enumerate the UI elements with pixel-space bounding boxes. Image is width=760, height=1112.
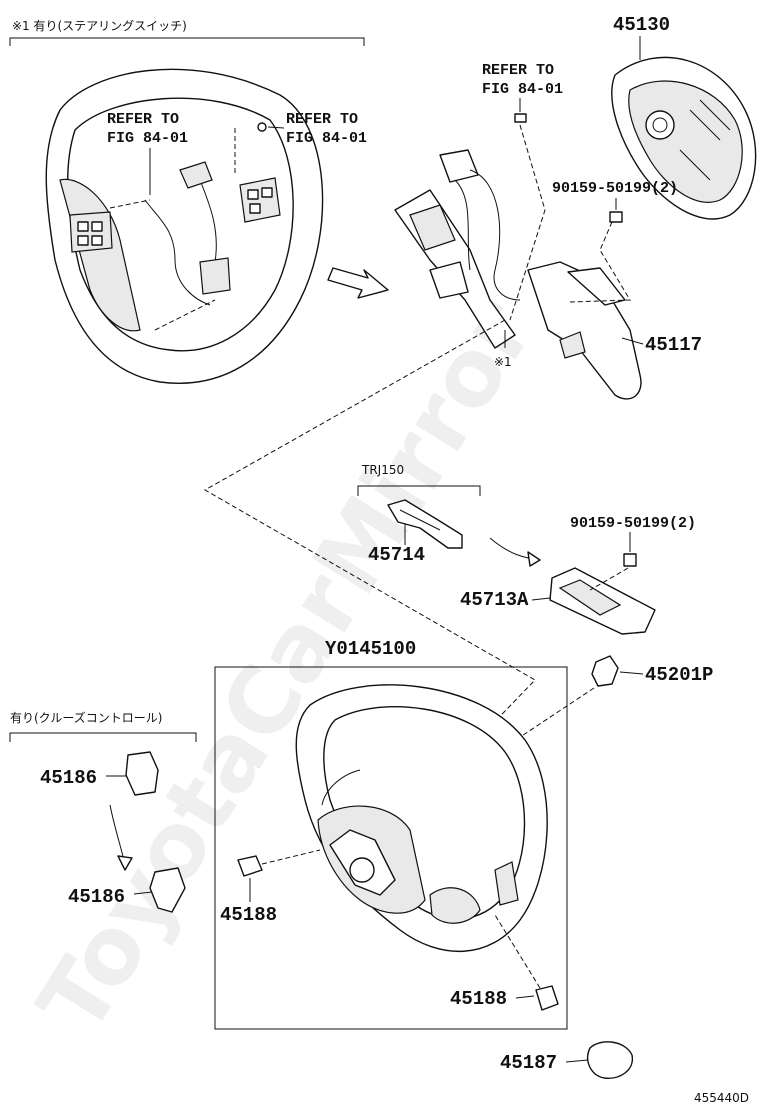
label-45130: 45130: [613, 14, 670, 36]
ref-b-leader: [267, 126, 285, 129]
switch-assembly: [394, 124, 546, 349]
marker-note-1: ※1: [494, 355, 512, 369]
nut-45201P: [591, 655, 619, 687]
curved-arrow-down-head: [117, 855, 133, 871]
label-45186-a: 45186: [40, 767, 97, 789]
note-bracket-1: [9, 37, 365, 46]
label-45117: 45117: [645, 334, 702, 356]
ref-label-c-line2: FIG 84-01: [482, 81, 563, 98]
note-bracket-3: [357, 485, 481, 496]
ref-label-b-line2: FIG 84-01: [286, 130, 367, 147]
label-45201P: 45201P: [645, 664, 713, 686]
leader-45201P: [619, 671, 644, 675]
note-bracket-2: [9, 732, 197, 742]
label-45188-a: 45188: [220, 904, 277, 926]
leader-45713A: [531, 597, 551, 601]
steering-wheel-Y0145100: [295, 684, 548, 953]
leader-45188-b: [515, 995, 535, 999]
ref-label-a-line1: REFER TO: [107, 111, 179, 128]
label-45187: 45187: [500, 1052, 557, 1074]
label-45188-b: 45188: [450, 988, 507, 1010]
direction-arrow-right: [327, 267, 389, 299]
dash-45188-b: [494, 914, 541, 989]
steering-wheel-box: [214, 666, 568, 1030]
label-45714: 45714: [368, 544, 425, 566]
label-90159-top: 90159-50199(2): [552, 180, 678, 197]
screw-45188-a: [237, 855, 263, 877]
switch-45186-b: [149, 867, 186, 913]
cap-45187: [586, 1041, 634, 1079]
switch-45186-a: [125, 751, 159, 796]
label-45713A: 45713A: [460, 589, 529, 611]
steering-wheel-switch-view: [45, 68, 324, 384]
bolt-icon-2: [623, 553, 637, 567]
bolt-icon: [609, 211, 623, 223]
note-trj150: TRJ150: [361, 463, 404, 477]
ref-label-b-line1: REFER TO: [286, 111, 358, 128]
leader-45117: [621, 337, 644, 345]
leader-45187: [565, 1059, 589, 1063]
note-cruise-control: 有り(クルーズコントロール): [10, 710, 162, 725]
horn-pad-45130: [611, 56, 757, 220]
leader-45186-b: [133, 891, 153, 895]
screw-icon: [514, 113, 527, 123]
switch-45713A: [549, 567, 656, 635]
figure-id: 455440D: [694, 1091, 749, 1105]
label-Y0145100: Y0145100: [325, 638, 416, 660]
dash-45188-a: [261, 849, 321, 865]
ref-label-a-line2: FIG 84-01: [107, 130, 188, 147]
curved-arrow-head: [527, 551, 541, 567]
cover-45117: [527, 221, 642, 400]
ref-label-c-line1: REFER TO: [482, 62, 554, 79]
label-45186-b: 45186: [68, 886, 125, 908]
label-90159-mid: 90159-50199(2): [570, 515, 696, 532]
screw-45188-b: [535, 985, 559, 1011]
note-steering-switch: ※1 有り(ステアリングスイッチ): [12, 19, 187, 33]
assembly-line: [203, 319, 536, 821]
